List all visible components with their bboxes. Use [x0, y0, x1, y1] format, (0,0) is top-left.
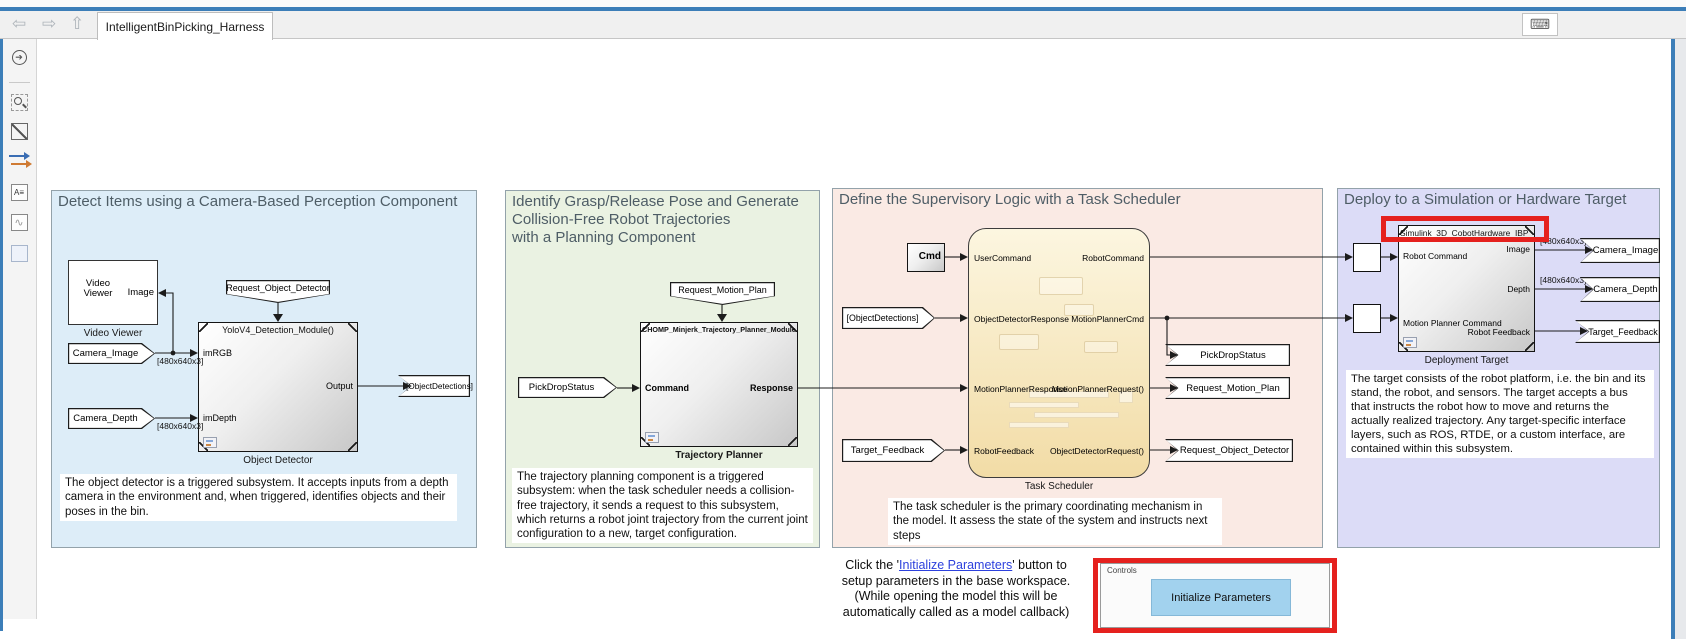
hide-show-bar-icon[interactable]: ➔ — [10, 48, 28, 66]
task-scheduler-block[interactable]: UserCommand ObjectDetectorResponse Motio… — [968, 228, 1150, 478]
cmd-label: Cmd — [918, 251, 941, 262]
note-rest: setup parameters in the base workspace. … — [841, 573, 1071, 619]
keyboard-shortcuts-icon[interactable]: ⌨ — [1522, 13, 1558, 36]
task-scheduler-caption: Task Scheduler — [1024, 481, 1094, 492]
video-viewer-image-port: Image — [127, 287, 154, 298]
motionplannerrequest-port: MotionPlannerRequest() — [1051, 384, 1144, 394]
request-motion-plan-goto-tag[interactable]: Request_Motion_Plan — [1165, 377, 1290, 399]
zoom-to-region-icon[interactable] — [10, 93, 28, 111]
subsystem-badge-icon — [1403, 337, 1417, 348]
scheduler-description: The task scheduler is the primary coordi… — [888, 498, 1222, 545]
request-object-detector-tag[interactable]: Request_Object_Detector — [226, 280, 330, 303]
video-viewer-block[interactable]: Video Viewer Image — [68, 260, 158, 325]
objectdetectorresponse-port: ObjectDetectorResponse — [974, 314, 1069, 324]
planning-description: The trajectory planning component is a t… — [512, 468, 813, 544]
window-outer-band — [1675, 39, 1686, 639]
motionplannerresponse-port: MotionPlannerResponse — [974, 384, 1068, 394]
image-dim-label: [480x640x3] — [157, 356, 204, 366]
area-annotation-icon[interactable] — [10, 244, 28, 262]
back-arrow-icon[interactable]: ⇦ — [12, 14, 27, 33]
tab-title: IntelligentBinPicking_Harness — [105, 19, 265, 34]
initialize-parameters-link[interactable]: Initialize Parameters — [899, 558, 1013, 572]
robot-command-port: Robot Command — [1403, 251, 1468, 261]
target-feedback-goto-tag[interactable]: Target_Feedback — [1575, 320, 1660, 343]
imrgb-port: imRGB — [203, 348, 232, 358]
pickdropstatus-goto-tag[interactable]: PickDropStatus — [1165, 344, 1290, 366]
window-accent-border — [0, 7, 1686, 11]
depth-dim-label: [480x640x3] — [157, 421, 204, 431]
subsystem-badge-icon — [203, 437, 217, 448]
initialize-parameters-button[interactable]: Initialize Parameters — [1151, 579, 1291, 616]
panel-scheduler-title: Define the Supervisory Logic with a Task… — [839, 191, 1181, 208]
motion-command-adapter-block[interactable] — [1353, 304, 1381, 333]
objectdetectorrequest-port: ObjectDetectorRequest() — [1049, 446, 1144, 456]
camera-depth-goto-tag[interactable]: Camera_Depth — [1580, 277, 1660, 302]
annotation-icon[interactable]: A≡ — [10, 183, 28, 201]
request-motion-plan-tag[interactable]: Request_Motion_Plan — [670, 282, 775, 305]
robot-command-adapter-block[interactable] — [1353, 243, 1381, 272]
target-feedback-from-tag[interactable]: Target_Feedback — [842, 439, 945, 462]
forward-arrow-icon[interactable]: ⇨ — [42, 14, 57, 33]
signal-routing-icon[interactable] — [9, 152, 32, 168]
robotfeedback-port: RobotFeedback — [974, 446, 1035, 456]
controls-highlight — [1093, 558, 1337, 633]
image-dim-label: [480x640x3] — [1540, 236, 1587, 246]
camera-image-goto-tag[interactable]: Camera_Image — [1580, 238, 1660, 263]
trajectory-planner-header: CHOMP_Minjerk_Trajectory_Planner_Module(… — [642, 325, 796, 334]
controls-group-label: Controls — [1107, 566, 1137, 575]
video-viewer-caption: Video Viewer — [83, 328, 143, 339]
image-port: Image — [1506, 244, 1530, 254]
toolbar-divider — [9, 82, 30, 83]
video-viewer-label: Video Viewer — [83, 278, 113, 299]
motion-planner-command-port: Motion Planner Command — [1403, 318, 1502, 328]
subsystem-badge-icon — [645, 432, 659, 443]
deployment-target-block[interactable]: Simulink_3D_CobotHardware_IBP_ Robot Com… — [1398, 225, 1535, 352]
window-right-border — [1671, 39, 1675, 639]
camera-depth-tag[interactable]: Camera_Depth — [68, 408, 155, 429]
note-pre: Click the ' — [845, 558, 900, 572]
depth-port: Depth — [1507, 284, 1530, 294]
trajectory-planner-caption: Trajectory Planner — [675, 450, 763, 461]
perception-description: The object detector is a triggered subsy… — [60, 474, 457, 521]
imdepth-port: imDepth — [203, 413, 237, 423]
controls-panel: Controls Initialize Parameters — [1100, 563, 1330, 628]
window-top-strip — [0, 0, 1686, 7]
fit-to-view-icon[interactable] — [10, 122, 28, 140]
response-port: Response — [749, 383, 793, 393]
camera-image-tag[interactable]: Camera_Image — [68, 343, 155, 364]
init-parameters-note: Click the 'Initialize Parameters' button… — [812, 558, 1100, 620]
up-arrow-icon[interactable]: ⇧ — [70, 14, 85, 33]
tab-model[interactable]: IntelligentBinPicking_Harness — [97, 12, 273, 40]
panel-perception-title: Detect Items using a Camera-Based Percep… — [58, 193, 458, 210]
image-annotation-icon[interactable]: ∿ — [10, 213, 28, 231]
command-port: Command — [645, 383, 690, 393]
panel-planning-title: Identify Grasp/Release Pose and Generate… — [512, 193, 799, 246]
cmd-block[interactable]: Cmd — [907, 243, 945, 272]
robotcommand-port: RobotCommand — [1082, 253, 1144, 263]
motionplannercmd-port: MotionPlannerCmd — [1071, 314, 1144, 324]
note-post: ' button to — [1012, 558, 1067, 572]
object-detections-from-tag[interactable]: [ObjectDetections] — [842, 307, 935, 329]
object-detector-block[interactable]: YoloV4_Detection_Module() imRGB imDepth … — [198, 322, 358, 452]
variant-header-highlight — [1381, 216, 1549, 242]
object-detections-goto-tag[interactable]: [ObjectDetections] — [398, 375, 473, 397]
object-detector-caption: Object Detector — [243, 455, 313, 466]
panel-deployment-title: Deploy to a Simulation or Hardware Targe… — [1344, 191, 1627, 208]
model-tab-bar — [0, 11, 1686, 39]
depth-dim-label: [480x640x3] — [1540, 275, 1587, 285]
deployment-target-header: Simulink_3D_CobotHardware_IBP_ — [1400, 228, 1533, 238]
object-detector-header: YoloV4_Detection_Module() — [222, 325, 334, 335]
output-port: Output — [325, 381, 353, 391]
robot-feedback-port: Robot Feedback — [1467, 327, 1530, 337]
pickdropstatus-from-tag[interactable]: PickDropStatus — [518, 377, 617, 398]
deployment-target-caption: Deployment Target — [1424, 355, 1509, 366]
request-object-detector-goto-tag[interactable]: Request_Object_Detector — [1165, 439, 1293, 462]
usercommand-port: UserCommand — [974, 253, 1032, 263]
trajectory-planner-block[interactable]: CHOMP_Minjerk_Trajectory_Planner_Module(… — [640, 322, 798, 447]
toolbar-accent — [0, 39, 3, 631]
deployment-description: The target consists of the robot platfor… — [1346, 370, 1654, 458]
